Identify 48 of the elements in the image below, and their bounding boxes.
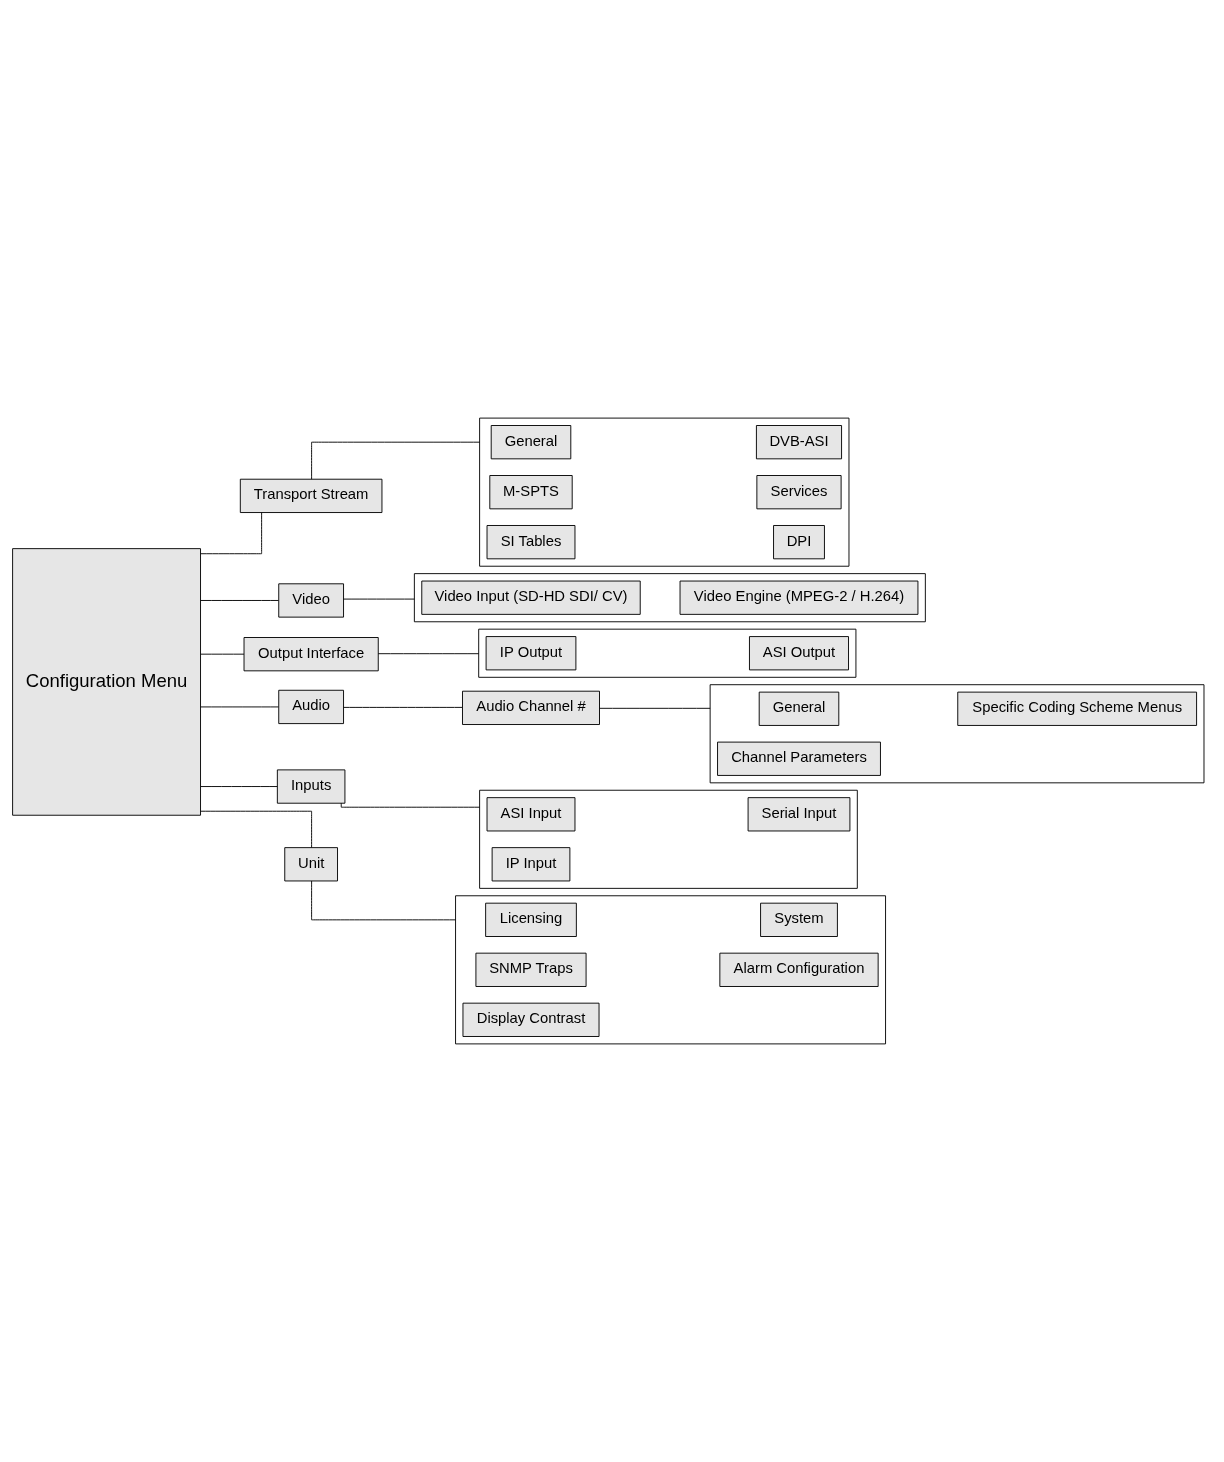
node-box: System [760, 902, 838, 937]
cluster [413, 573, 926, 623]
node-box: Video [278, 583, 344, 618]
node-box: Audio Channel # [462, 690, 600, 725]
node-box: Licensing [485, 902, 577, 937]
node-box: M-SPTS [489, 475, 573, 510]
node-box: ASI Input [486, 797, 576, 832]
cluster [478, 628, 857, 678]
node-box: Transport Stream [239, 478, 383, 513]
node-box: Unit [284, 847, 338, 882]
node-box: DPI [773, 525, 825, 560]
node-box: Audio [278, 689, 344, 725]
connector [200, 706, 279, 708]
node-box: Display Contrast [462, 1002, 600, 1037]
connector [343, 598, 415, 600]
connector [311, 880, 456, 921]
node-box: Serial Input [747, 797, 851, 832]
node-box: General [758, 691, 840, 726]
node-box: Channel Parameters [717, 741, 881, 776]
node-box: IP Input [491, 847, 571, 882]
node-box: Specific Coding Scheme Menus [957, 691, 1198, 726]
connector [200, 810, 313, 848]
connector [377, 653, 480, 655]
node-box: SI Tables [486, 525, 576, 560]
connector [200, 653, 245, 655]
node-box: Inputs [276, 769, 346, 804]
node-box: Output Interface [243, 637, 379, 672]
connector [200, 600, 279, 601]
node-box: General [490, 425, 572, 460]
node-box: Alarm Configuration [719, 952, 879, 987]
node-box: Video Input (SD-HD SDI/ CV) [421, 580, 641, 615]
cluster [479, 417, 850, 567]
node-box: Configuration Menu [12, 548, 201, 816]
cluster [455, 895, 886, 1045]
node-box: DVB-ASI [755, 425, 843, 460]
connector [599, 707, 711, 709]
connector [200, 786, 278, 787]
node-box: IP Output [485, 636, 577, 671]
node-box: SNMP Traps [475, 952, 587, 987]
node-box: ASI Output [749, 636, 849, 671]
cluster [709, 684, 1205, 784]
node-box: Video Engine (MPEG-2 / H.264) [679, 580, 919, 615]
connector [311, 441, 481, 480]
connector [340, 802, 481, 808]
connector [200, 512, 263, 555]
cluster [479, 789, 858, 889]
node-box: Services [756, 475, 842, 510]
connector [343, 706, 463, 708]
